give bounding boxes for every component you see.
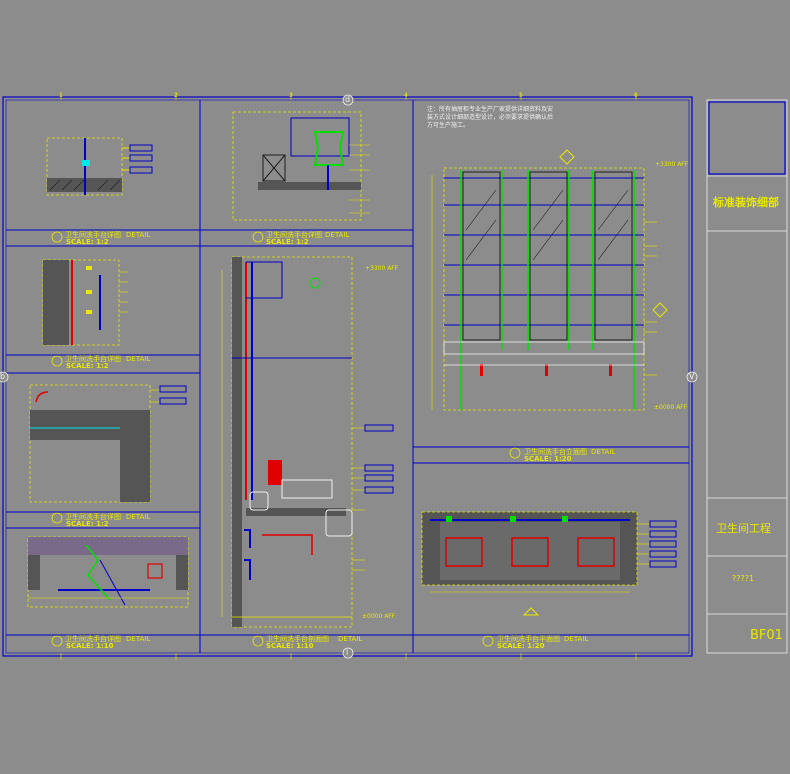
caption-d1-title: 卫生间洗手台详图	[65, 513, 121, 521]
caption-elev-scale: SCALE: 1:20	[524, 455, 572, 463]
level-section-top: +3300 AFF	[365, 265, 399, 272]
drawing-number-placeholder: ????1	[732, 574, 755, 583]
level-section-bottom: ±0000 AFF	[362, 613, 396, 620]
caption-elev-suffix: DETAIL	[591, 448, 616, 456]
detail-e1	[27, 536, 189, 608]
detail-d1	[29, 384, 187, 503]
caption-elev-title: 卫生间洗手台立面图	[524, 448, 587, 456]
general-note: 注：所有抽屉柜专业生产厂家提供详细资料及安装方式设计细部造型设计，必须要求提供确…	[427, 106, 554, 129]
grid-letter-bottom: l	[346, 648, 349, 657]
caption-bubbles	[51, 231, 521, 647]
grid-bubble-right	[686, 371, 698, 383]
caption-a1-suffix: DETAIL	[126, 231, 151, 239]
grid-bubble-left	[0, 371, 9, 383]
panel-dividers	[6, 100, 689, 653]
caption-b1-suffix: DETAIL	[325, 231, 350, 239]
caption-c1-suffix: DETAIL	[126, 355, 151, 363]
level-elev-bottom: ±0000 AFF	[654, 404, 688, 411]
sheet-code: BF01	[750, 628, 783, 643]
grid-letter-left: b	[0, 372, 6, 381]
grid-number-3: 3	[289, 92, 293, 99]
drawing-title: 标准装饰细部	[713, 196, 779, 209]
elevation-view	[431, 149, 668, 411]
detail-a1	[46, 137, 153, 196]
grid-letter-top: d	[345, 95, 351, 104]
grid-number-1: 1	[59, 92, 63, 99]
caption-plan-title: 卫生间洗手台平面图	[497, 635, 560, 643]
caption-f1-suffix: DETAIL	[338, 635, 363, 643]
caption-c1-scale: SCALE: 1:2	[66, 362, 109, 370]
grid-bubble-top	[342, 94, 354, 106]
caption-b1-scale: SCALE: 1:2	[266, 238, 309, 246]
caption-b1-title: 卫生间洗手台详图	[266, 231, 322, 239]
level-elev-top: +3300 AFF	[655, 161, 689, 168]
caption-e1-suffix: DETAIL	[126, 635, 151, 643]
caption-a1-title: 卫生间洗手台详图	[65, 231, 121, 239]
grid-bubble-bottom	[342, 647, 354, 659]
caption-c1-title: 卫生间洗手台详图	[65, 355, 121, 363]
detail-c1	[42, 259, 128, 346]
caption-e1-scale: SCALE: 1:10	[66, 642, 114, 650]
caption-d1-suffix: DETAIL	[126, 513, 151, 521]
plan-view	[421, 511, 677, 616]
grid-number-2: 2	[174, 92, 178, 99]
title-block	[706, 99, 788, 654]
caption-f1-title: 卫生间洗手台剖面图	[266, 635, 329, 643]
caption-plan-scale: SCALE: 1:20	[497, 642, 545, 650]
grid-number-5: 5	[519, 92, 523, 99]
caption-f1-scale: SCALE: 1:10	[266, 642, 314, 650]
grid-ticks	[60, 93, 637, 660]
caption-e1-title: 卫生间洗手台详图	[65, 635, 121, 643]
caption-d1-scale: SCALE: 1:2	[66, 520, 109, 528]
section-f1	[221, 256, 394, 628]
project-name: 卫生间工程	[716, 522, 771, 535]
grid-number-4: 4	[404, 92, 408, 99]
grid-letter-right: V	[689, 372, 695, 381]
detail-b1	[232, 111, 370, 221]
caption-a1-scale: SCALE: 1:2	[66, 238, 109, 246]
caption-plan-suffix: DETAIL	[564, 635, 589, 643]
grid-number-6: 6	[634, 92, 638, 99]
